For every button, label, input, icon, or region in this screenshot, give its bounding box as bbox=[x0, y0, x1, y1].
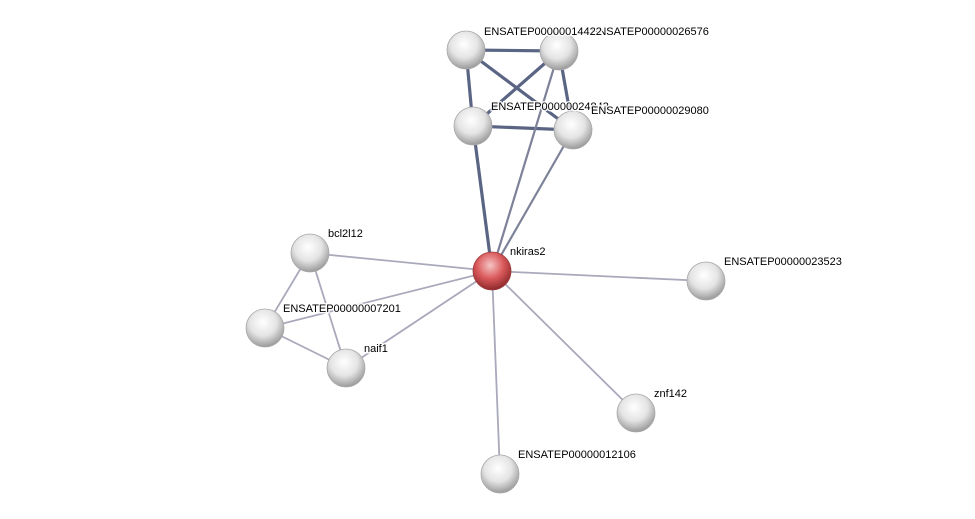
node-bubble[interactable] bbox=[553, 110, 593, 150]
nodes-layer: ENSATEP00000026576 nkiras2 ENSATEP00000014… bbox=[245, 25, 843, 494]
node-label: nkiras2 bbox=[510, 246, 545, 258]
node-bubble[interactable] bbox=[290, 233, 330, 273]
node-label: ENSATEP00000012106 bbox=[518, 449, 636, 461]
node-bubble[interactable] bbox=[326, 348, 366, 388]
edge-e29080-nkiras2[interactable] bbox=[491, 129, 574, 272]
node-bubble[interactable] bbox=[686, 261, 726, 301]
node-e07201[interactable] bbox=[245, 308, 285, 348]
node-label: ENSATEP00000024843 bbox=[491, 101, 609, 113]
node-label: ENSATEP00000029080 bbox=[591, 105, 709, 117]
edge-bcl2l12-nkiras2[interactable] bbox=[309, 252, 493, 272]
node-bubble[interactable] bbox=[472, 251, 512, 291]
edge-e26576-nkiras2[interactable] bbox=[490, 50, 561, 272]
edge-e07201-nkiras2[interactable] bbox=[264, 270, 493, 329]
node-label: ENSATEP00000026576 bbox=[591, 26, 709, 38]
node-bubble[interactable] bbox=[616, 393, 656, 433]
node-bubble[interactable] bbox=[453, 106, 493, 146]
node-label: znf142 bbox=[654, 388, 687, 400]
edge-bcl2l12-naif1[interactable] bbox=[309, 252, 347, 369]
node-e23523[interactable] bbox=[686, 261, 726, 301]
node-e29080[interactable] bbox=[553, 110, 593, 150]
node-nkiras2[interactable] bbox=[472, 251, 512, 291]
node-e12106[interactable] bbox=[480, 454, 520, 494]
node-znf142[interactable] bbox=[616, 393, 656, 433]
node-bcl2l12[interactable] bbox=[290, 233, 330, 273]
node-label: naif1 bbox=[364, 343, 388, 355]
node-bubble[interactable] bbox=[446, 30, 486, 70]
node-e14422[interactable] bbox=[446, 30, 486, 70]
node-label: ENSATEP00000014422 bbox=[484, 26, 602, 38]
node-label: bcl2l12 bbox=[328, 228, 363, 240]
node-e24843[interactable] bbox=[453, 106, 493, 146]
edge-e14422-e29080[interactable] bbox=[465, 48, 574, 132]
node-label: ENSATEP00000007201 bbox=[283, 303, 401, 315]
edge-e24843-nkiras2[interactable] bbox=[471, 125, 494, 272]
edge-znf142-nkiras2[interactable] bbox=[491, 270, 637, 414]
node-bubble[interactable] bbox=[480, 454, 520, 494]
edge-e23523-nkiras2[interactable] bbox=[491, 270, 707, 282]
node-label: ENSATEP00000023523 bbox=[724, 256, 842, 268]
edge-naif1-nkiras2[interactable] bbox=[345, 270, 493, 369]
node-naif1[interactable] bbox=[326, 348, 366, 388]
node-bubble[interactable] bbox=[245, 308, 285, 348]
node-e26576[interactable] bbox=[539, 31, 579, 71]
node-bubble[interactable] bbox=[539, 31, 579, 71]
edge-e12106-nkiras2[interactable] bbox=[491, 270, 501, 475]
